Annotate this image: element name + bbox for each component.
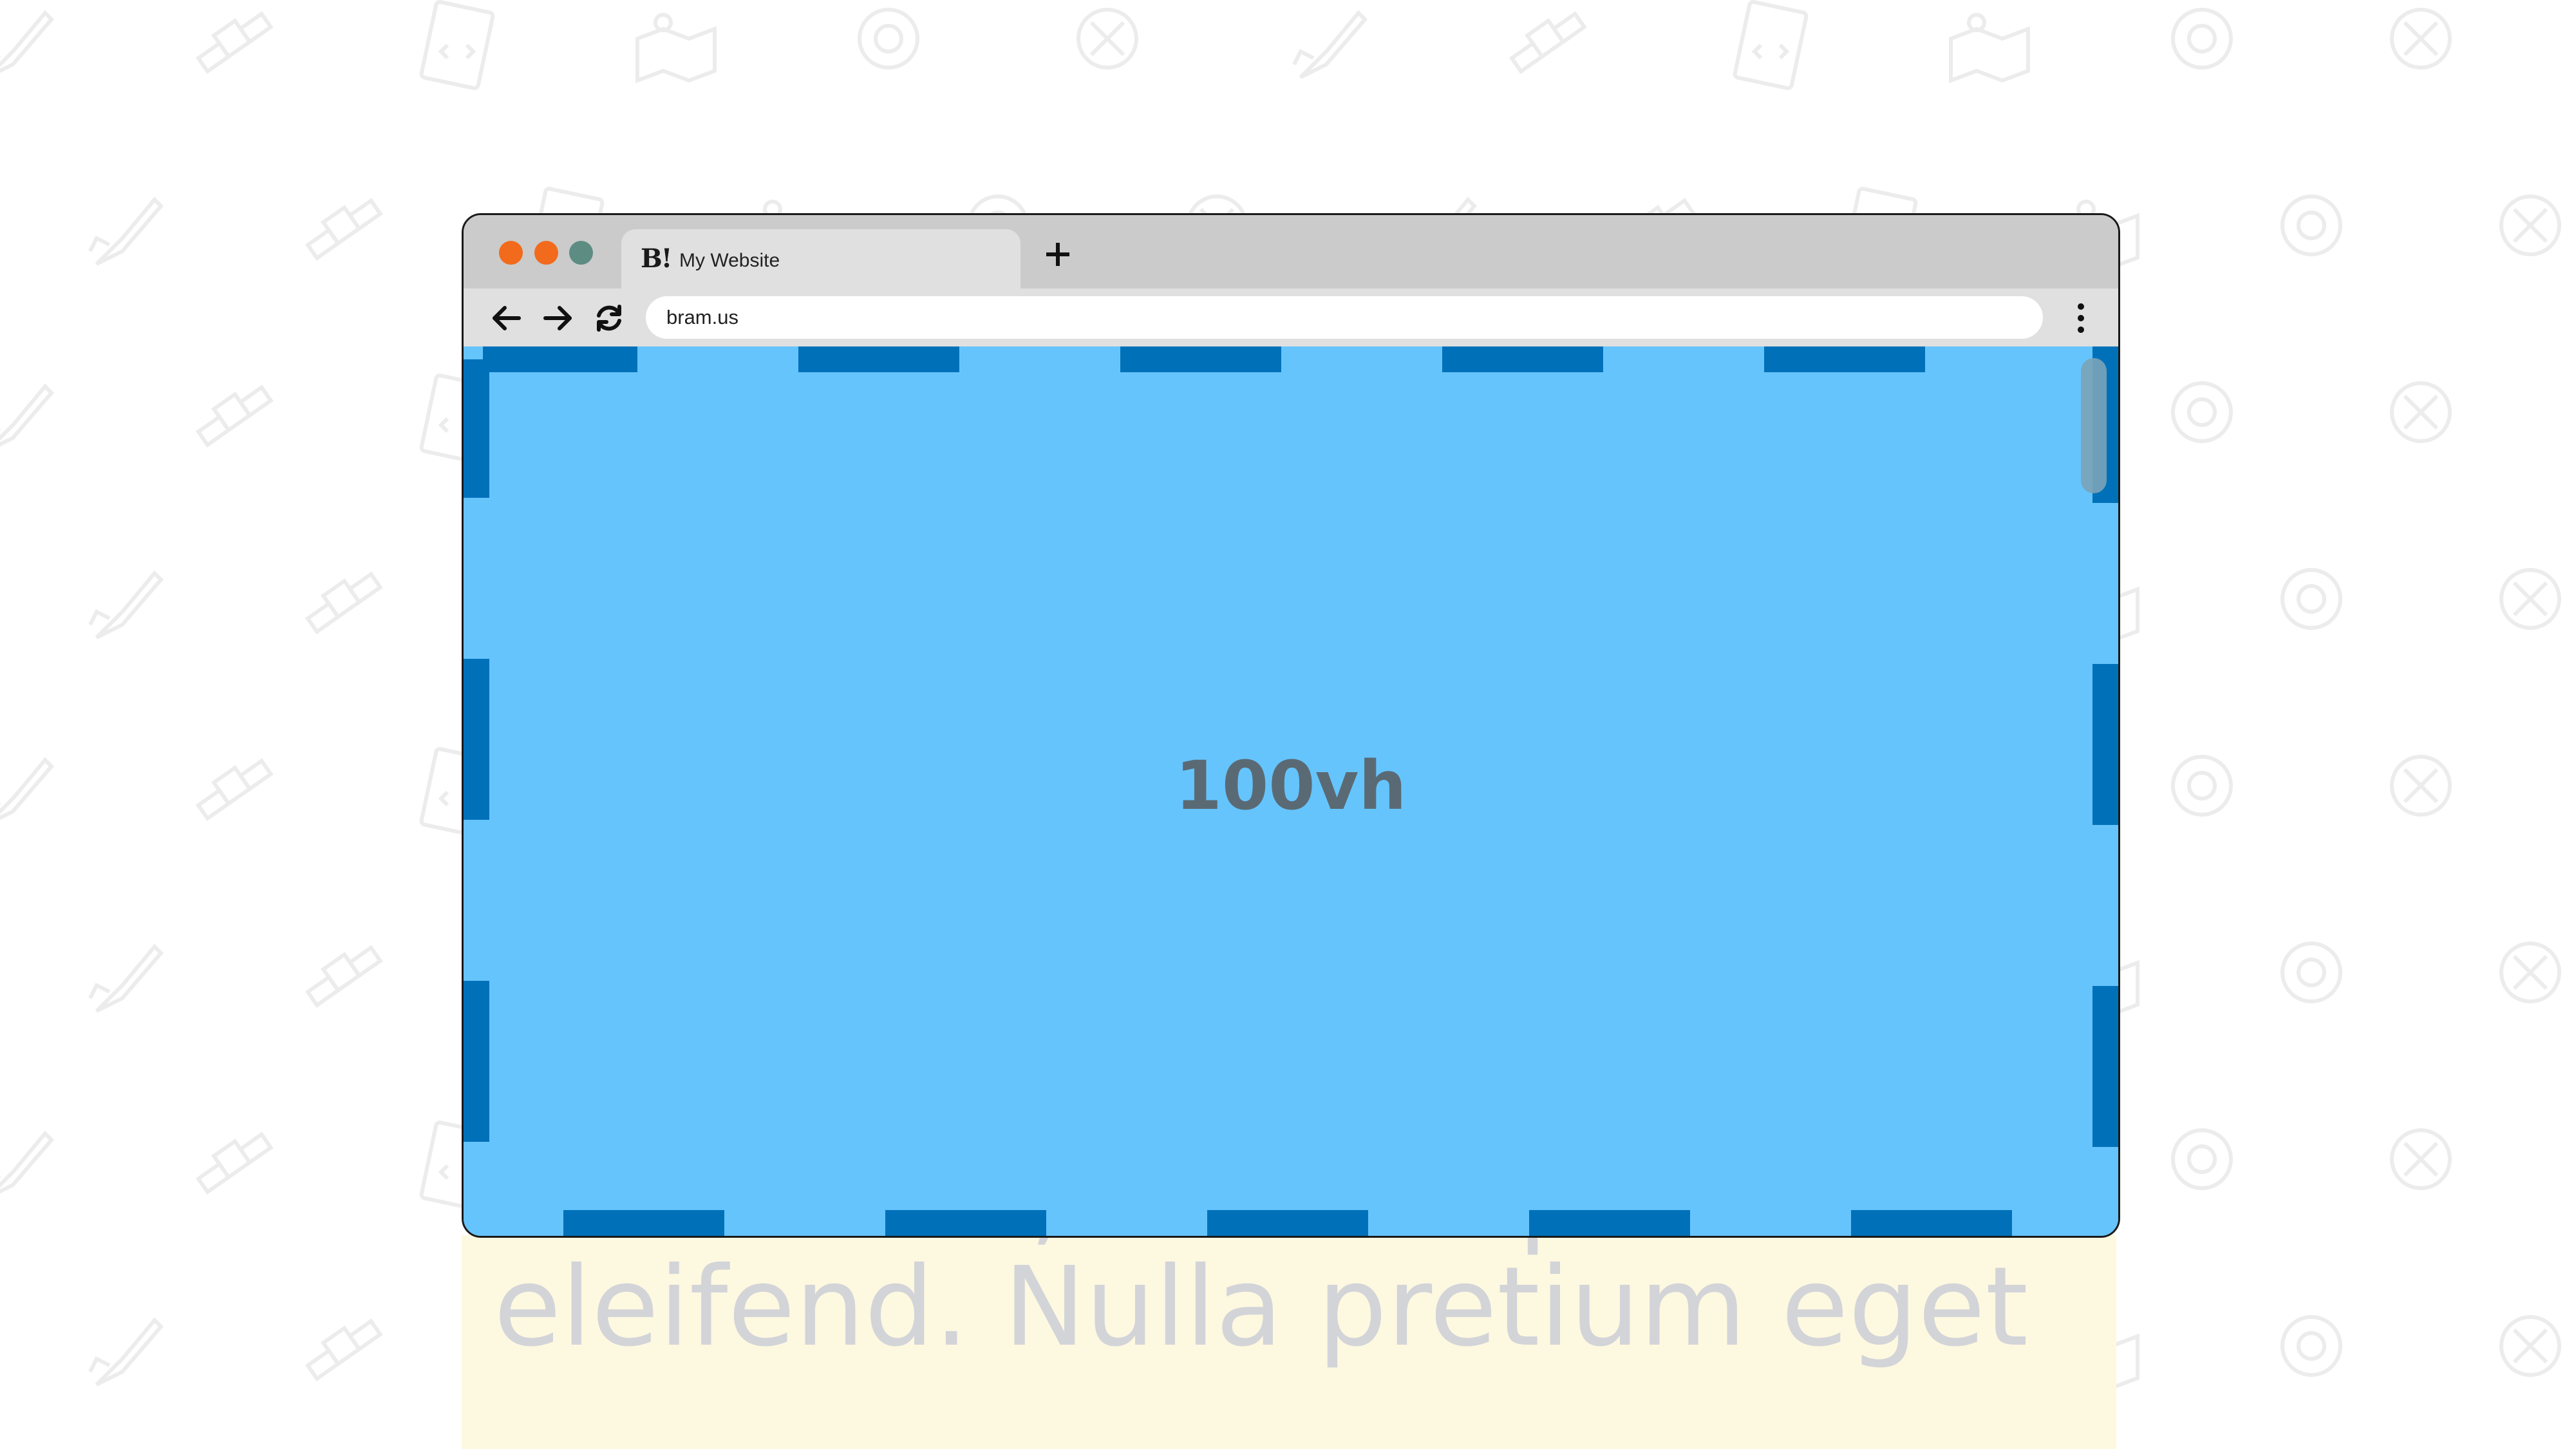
tab-title: My Website	[679, 250, 780, 271]
vertical-dots-icon[interactable]	[2071, 300, 2091, 336]
below-fold-text-line: eleifend. Nulla pretium eget	[494, 1244, 2029, 1371]
background-satellite-icon	[305, 945, 383, 1008]
arrow-left-icon[interactable]	[489, 301, 523, 335]
navigation-toolbar: bram.us	[464, 289, 2118, 346]
background-gear-icon	[2390, 755, 2452, 817]
background-gear-icon	[2499, 568, 2561, 630]
background-gear-icon	[2390, 8, 2452, 70]
background-satellite-icon	[195, 11, 274, 74]
background-rocket-icon	[0, 1130, 55, 1194]
background-circle-icon	[2171, 1128, 2233, 1190]
background-satellite-icon	[195, 384, 274, 448]
background-circle-icon	[2171, 8, 2233, 70]
background-satellite-icon	[1509, 11, 1587, 74]
favicon-icon: B!	[641, 243, 672, 274]
background-circle-icon	[2280, 568, 2342, 630]
dash-segment	[464, 981, 489, 1142]
background-satellite-icon	[195, 758, 274, 821]
dash-segment	[2092, 664, 2118, 825]
background-rocket-icon	[88, 570, 164, 639]
dash-segment	[885, 1210, 1046, 1236]
minimize-window-button[interactable]	[534, 241, 558, 265]
background-doc-icon	[419, 0, 495, 90]
plus-icon[interactable]	[1043, 240, 1073, 269]
background-doc-icon	[1733, 0, 1809, 90]
background-rocket-icon	[0, 383, 55, 447]
browser-tab[interactable]: B! My Website	[621, 229, 1020, 289]
dash-segment	[483, 346, 637, 372]
below-fold-text-line: venenatis, at suscipit nisi	[494, 1235, 1883, 1251]
dash-segment	[1851, 1210, 2012, 1236]
viewport-height-label: 100vh	[1175, 746, 1407, 825]
background-map-icon	[1949, 13, 2030, 84]
maximize-window-button[interactable]	[569, 241, 593, 265]
background-gear-icon	[2499, 942, 2561, 1003]
dash-segment	[798, 346, 959, 372]
background-gear-icon	[2499, 1315, 2561, 1377]
background-gear-icon	[2390, 1128, 2452, 1190]
background-rocket-icon	[88, 1317, 164, 1387]
reload-icon[interactable]	[592, 301, 626, 335]
background-rocket-icon	[1292, 10, 1368, 79]
page-viewport: 100vh	[464, 346, 2118, 1236]
dash-segment	[2092, 986, 2118, 1147]
url-text: bram.us	[666, 306, 738, 328]
background-rocket-icon	[88, 196, 164, 266]
dash-segment	[1529, 1210, 1690, 1236]
browser-window: B! My Website bram.us	[462, 213, 2120, 1238]
background-rocket-icon	[0, 10, 55, 73]
dash-segment	[1207, 1210, 1368, 1236]
dash-segment	[1120, 346, 1281, 372]
address-bar[interactable]: bram.us	[646, 296, 2043, 339]
background-map-icon	[635, 13, 717, 84]
background-satellite-icon	[305, 198, 383, 261]
background-rocket-icon	[0, 757, 55, 820]
background-gear-icon	[1076, 8, 1138, 70]
viewport-dashed-outline	[464, 346, 2118, 1236]
background-satellite-icon	[305, 1318, 383, 1381]
background-circle-icon	[2280, 1315, 2342, 1377]
dash-segment	[563, 1210, 724, 1236]
background-circle-icon	[2280, 942, 2342, 1003]
background-circle-icon	[858, 8, 919, 70]
scrollbar-thumb[interactable]	[2081, 358, 2107, 493]
dash-segment	[464, 359, 489, 498]
tab-bar: B! My Website	[464, 215, 2118, 289]
dash-segment	[464, 659, 489, 820]
background-satellite-icon	[195, 1132, 274, 1195]
below-fold-content: venenatis, at suscipit nisi eleifend. Nu…	[462, 1235, 2116, 1449]
dash-segment	[1764, 346, 1925, 372]
background-circle-icon	[2171, 755, 2233, 817]
dash-segment	[1442, 346, 1603, 372]
background-circle-icon	[2171, 381, 2233, 443]
background-circle-icon	[2280, 194, 2342, 256]
background-gear-icon	[2390, 381, 2452, 443]
background-rocket-icon	[88, 943, 164, 1013]
close-window-button[interactable]	[499, 241, 523, 265]
arrow-right-icon[interactable]	[541, 301, 575, 335]
background-gear-icon	[2499, 194, 2561, 256]
background-satellite-icon	[305, 571, 383, 634]
